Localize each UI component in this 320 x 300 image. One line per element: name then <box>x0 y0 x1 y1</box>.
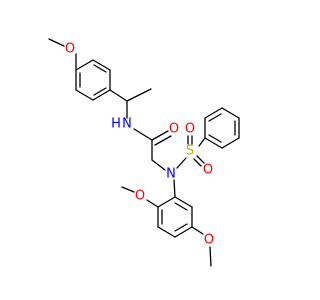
atom-layer: O N H O N S O O O O <box>65 42 214 248</box>
oxygen-methoxy-ortho-label: O <box>135 189 145 204</box>
structure-drawing: O N H O N S O O O O <box>48 38 240 267</box>
oxygen-sulfonyl-lower-label: O <box>203 163 213 178</box>
sulfur-label: S <box>186 144 194 159</box>
nitrogen-sulfonamide-label: N <box>166 167 176 182</box>
hydrogen-amide-label: H <box>111 117 121 132</box>
oxygen-methoxy-meta-label: O <box>204 233 214 248</box>
oxygen-carbonyl-label: O <box>169 122 179 137</box>
oxygen-methoxy-top-label: O <box>65 42 75 57</box>
molecule-diagram: O N H O N S O O O O <box>48 38 240 267</box>
oxygen-sulfonyl-upper-label: O <box>185 122 195 137</box>
bond-layer <box>48 38 240 267</box>
nitrogen-amide-label: N <box>122 117 132 132</box>
